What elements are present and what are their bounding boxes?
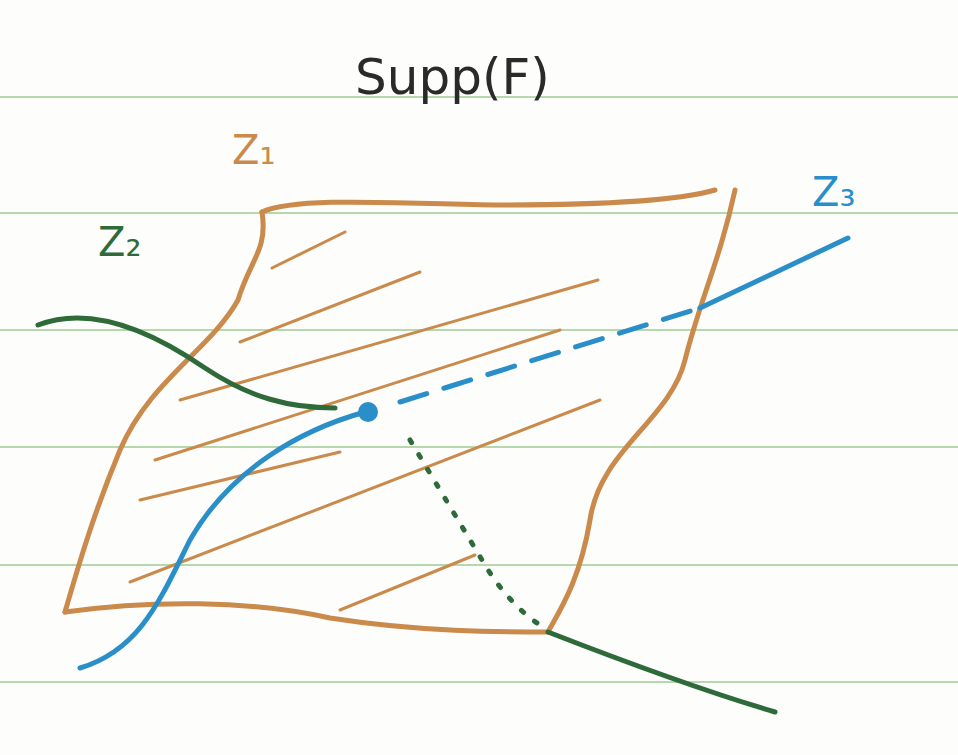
intersection-point — [358, 402, 378, 422]
figure-title: Supp(F) — [355, 52, 550, 102]
component-label: Z₃ — [812, 172, 855, 212]
paper-lines — [0, 97, 958, 682]
surface-outline — [65, 190, 735, 632]
component-label: Z₁ — [232, 130, 275, 170]
curve-z3 — [80, 238, 848, 668]
curve-z2 — [38, 318, 775, 712]
component-label: Z₂ — [98, 222, 141, 262]
surface-hatching — [130, 232, 600, 610]
